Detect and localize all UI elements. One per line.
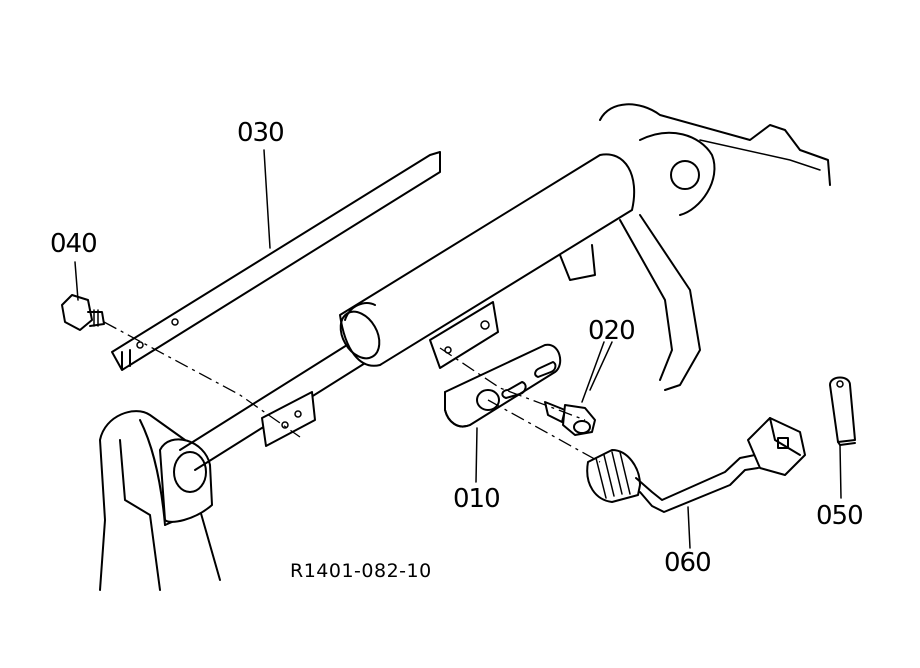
part-050-clip	[829, 376, 856, 446]
frame-arm	[559, 103, 831, 391]
part-060-switch	[586, 417, 806, 513]
label-060: 060	[664, 548, 712, 578]
label-030: 030	[237, 118, 285, 148]
label-050: 050	[816, 501, 864, 531]
label-020: 020	[588, 316, 636, 346]
diagram-reference-code: R1401-082-10	[290, 560, 432, 582]
leader-lines	[74, 149, 842, 549]
mounting-plates	[261, 301, 499, 447]
pivot-stand	[99, 410, 221, 591]
part-020-bolt	[544, 401, 596, 436]
assembly-lines	[103, 321, 601, 463]
label-040: 040	[50, 229, 98, 259]
part-010-bracket	[444, 343, 562, 428]
part-030-guide-rail	[111, 151, 441, 371]
hydraulic-cylinder	[179, 153, 636, 471]
part-040-bolt	[61, 294, 105, 331]
label-010: 010	[453, 484, 501, 514]
